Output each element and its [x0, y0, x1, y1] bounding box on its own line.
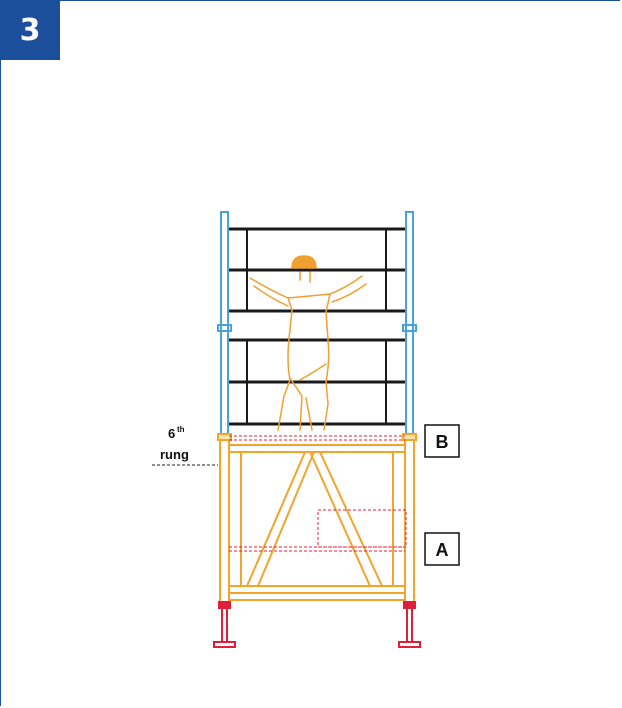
marker-b: B	[424, 424, 460, 458]
marker-b-label: B	[436, 432, 449, 452]
worker-figure	[249, 255, 367, 431]
rung-label: 6 th rung	[152, 425, 218, 466]
marker-a: A	[424, 532, 460, 566]
marker-a-label: A	[436, 540, 449, 560]
rung-number: 6	[168, 426, 175, 441]
rung-suffix: th	[177, 425, 185, 434]
upper-guardrail-frame	[228, 227, 406, 426]
step-number-badge: 3	[0, 0, 60, 60]
lower-orange-frame	[217, 433, 417, 603]
adjustable-feet	[213, 601, 421, 648]
dashed-guides	[229, 435, 407, 552]
rung-word: rung	[160, 447, 189, 462]
